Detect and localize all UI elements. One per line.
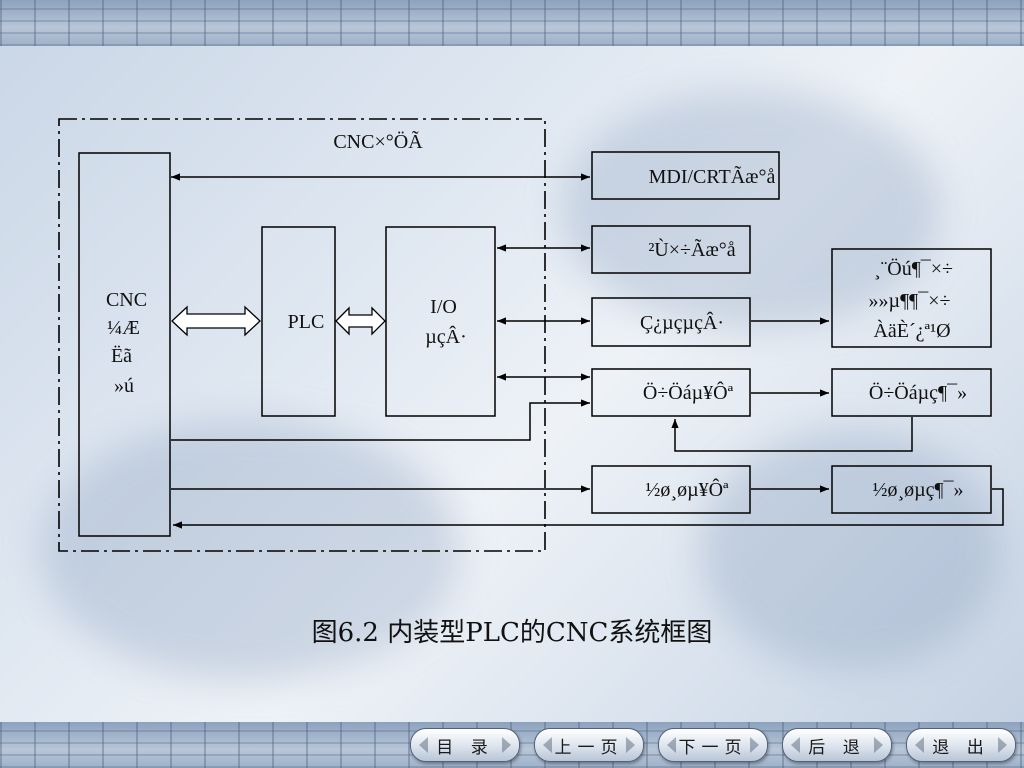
cnc-plc-bus-arrow: [171, 305, 261, 337]
nav-contents-button[interactable]: 目 录: [410, 728, 520, 762]
nav-prev-page-button[interactable]: 上一页: [534, 728, 644, 762]
nav-next-page-button[interactable]: 下一页: [658, 728, 768, 762]
nav-back-button[interactable]: 后 退: [782, 728, 892, 762]
top-decor-band: [0, 0, 1024, 46]
mdi-crt-panel-box: [591, 151, 780, 200]
feed-motor-label: ½ø¸øµç¶¯»: [872, 479, 963, 501]
spindle-motor-label: Ö÷Öáµç¶¯»: [869, 381, 967, 404]
plc-io-bus-arrow: [335, 306, 386, 336]
nav-exit-button[interactable]: 退 出: [906, 728, 1016, 762]
io-circuit-label: I/O µçÂ·: [425, 296, 467, 348]
cnc-device-label: CNC×°ÖÃ: [333, 129, 423, 153]
cnc-computer-label: CNC ¼Æ Ëã »ú: [106, 289, 152, 397]
operation-panel-box: [591, 225, 751, 274]
mdi-crt-panel-label: MDI/CRTÃæ°å: [649, 164, 776, 188]
feed-feedback-link: [173, 488, 1004, 529]
feed-unit-label: ½ø¸øµ¥Ôª: [645, 477, 729, 501]
spindle-unit-label: Ö÷Öáµ¥Ôª: [643, 380, 734, 404]
spindle-motor-box: [831, 368, 992, 417]
strong-current-box: [591, 297, 751, 347]
feed-unit-box: [591, 465, 751, 514]
feed-motor-box: [831, 465, 992, 514]
io-circuit-box: [385, 226, 496, 417]
figure-caption: 图6.2 内装型PLC的CNC系统框图: [311, 618, 713, 648]
operation-panel-label: ²Ù×÷Ãæ°å: [648, 237, 735, 261]
machine-actions-label: ¸¨Öú¶¯×÷ »»µ¶¶¯×÷ ÀäÈ´¿ª¹Ø: [869, 257, 959, 342]
background-wash: [40, 420, 460, 680]
spindle-feedback-link: [671, 417, 913, 452]
plc-label: PLC: [288, 311, 325, 333]
spindle-unit-box: [591, 368, 751, 417]
cnc-spindle-link: [171, 399, 590, 441]
background-wash: [560, 90, 940, 330]
cnc-device-boundary: [58, 118, 546, 552]
plc-box: [261, 226, 336, 417]
cnc-computer-box: [78, 152, 171, 537]
machine-actions-box: [831, 248, 992, 348]
strong-current-label: Ç¿µçµçÂ·: [640, 311, 724, 334]
